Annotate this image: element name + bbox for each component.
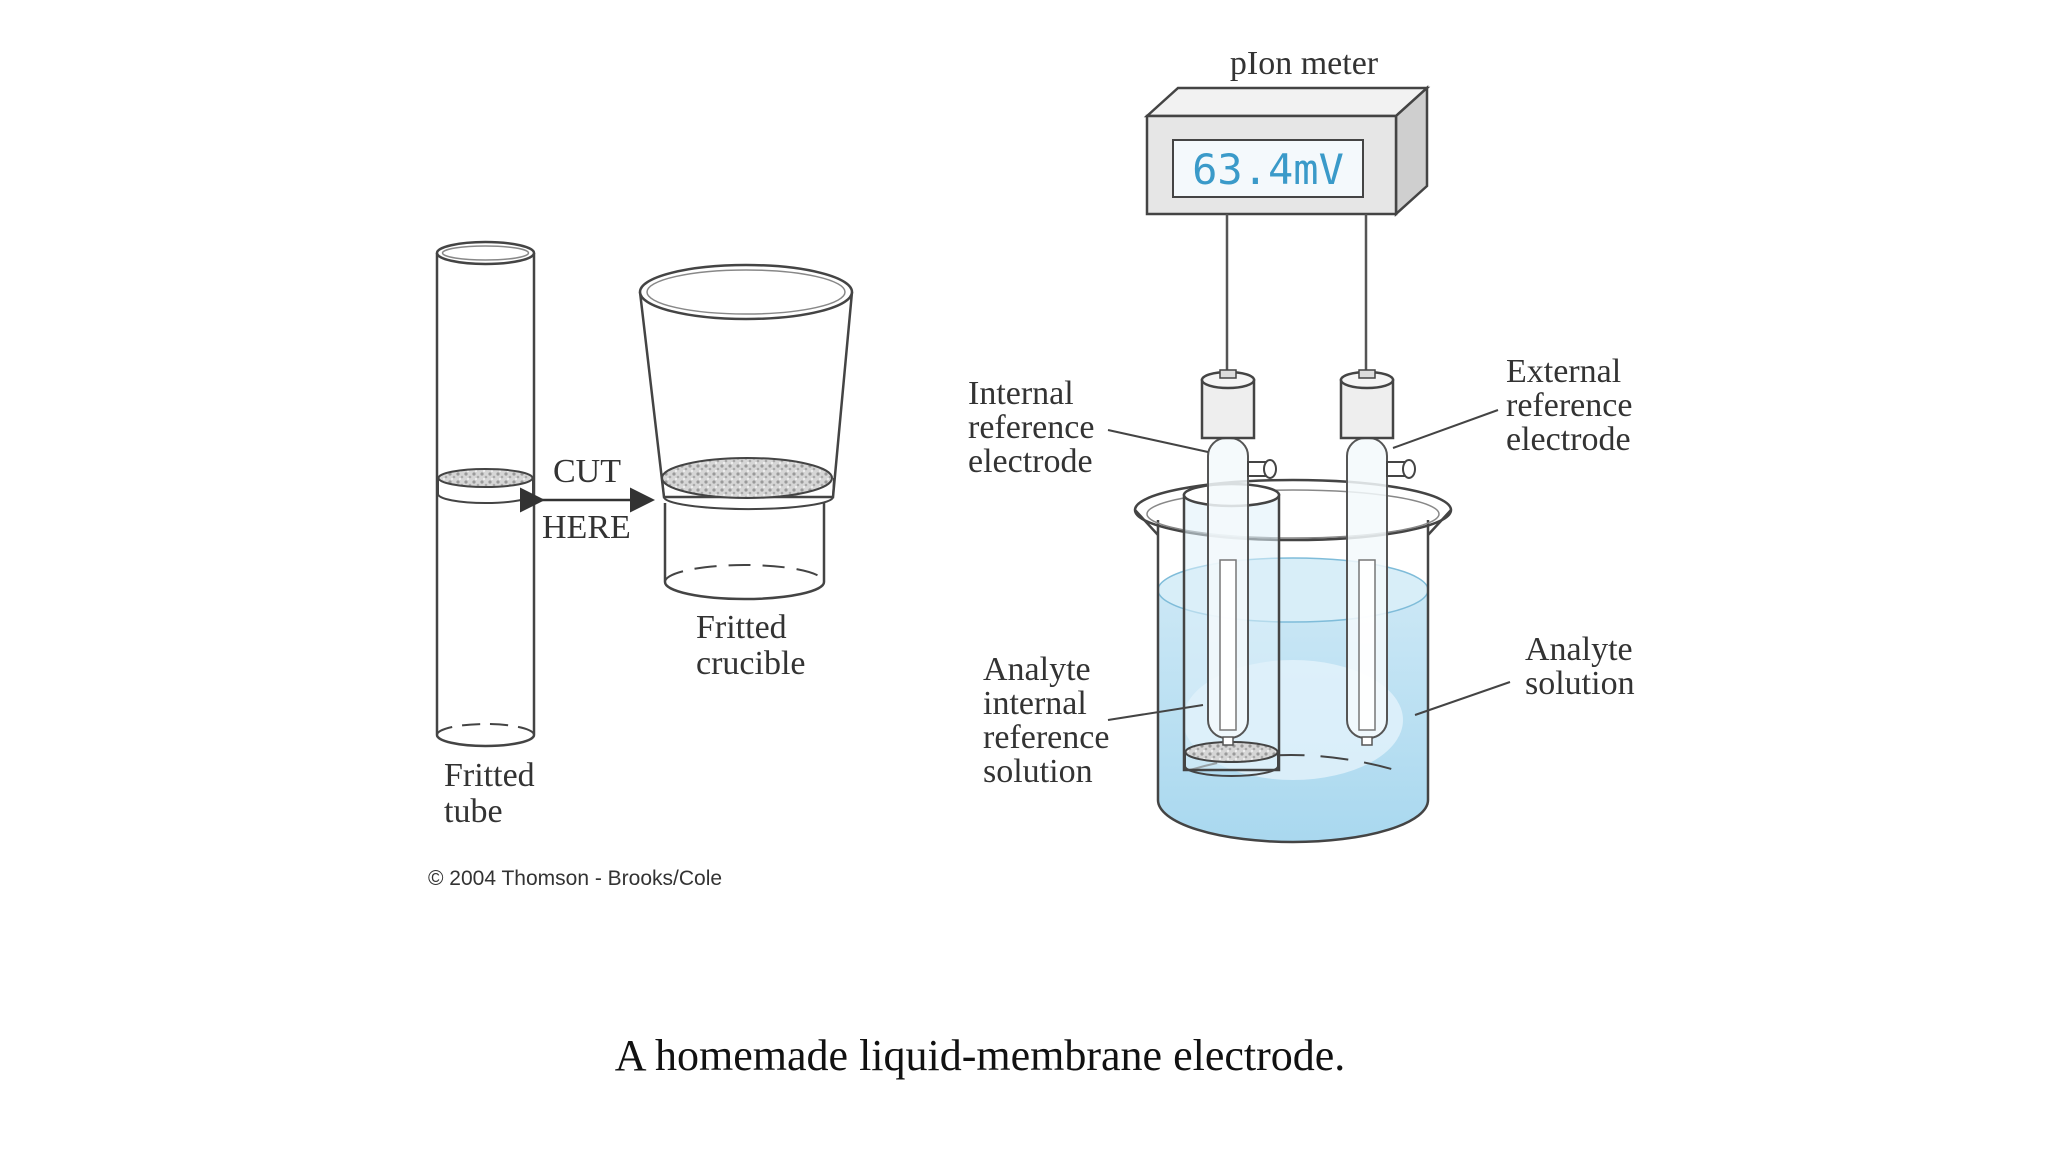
external-reference-electrode: [1339, 369, 1416, 746]
meter-display: 63.4mV: [1192, 145, 1344, 194]
analyte-internal-reference-solution-label: Analyte internal reference solution: [983, 651, 1118, 790]
internal-reference-electrode-label: Internal reference electrode: [968, 375, 1103, 480]
analyte-solution-label: Analyte solution: [1525, 631, 1641, 702]
leader-internal-electrode: [1107, 429, 1209, 453]
external-reference-electrode-label: External reference electrode: [1506, 353, 1641, 458]
fritted-tube-label: Fritted tube: [444, 757, 543, 830]
fritted-crucible: [638, 263, 854, 601]
here-label: HERE: [542, 509, 631, 546]
leader-analyte-internal: [1107, 704, 1204, 721]
internal-reference-electrode: [1200, 369, 1277, 746]
cut-label: CUT: [553, 453, 621, 490]
copyright-text: © 2004 Thomson - Brooks/Cole: [428, 867, 722, 890]
leader-analyte-solution: [1414, 681, 1511, 716]
leader-external-electrode: [1392, 409, 1499, 449]
pion-meter: 63.4mV: [1143, 85, 1431, 217]
figure-caption: A homemade liquid-membrane electrode.: [614, 1031, 1346, 1080]
fritted-tube: [435, 240, 536, 748]
fritted-crucible-label: Fritted crucible: [696, 609, 806, 682]
beaker: [1133, 478, 1453, 844]
meter-title: pIon meter: [1230, 45, 1379, 82]
